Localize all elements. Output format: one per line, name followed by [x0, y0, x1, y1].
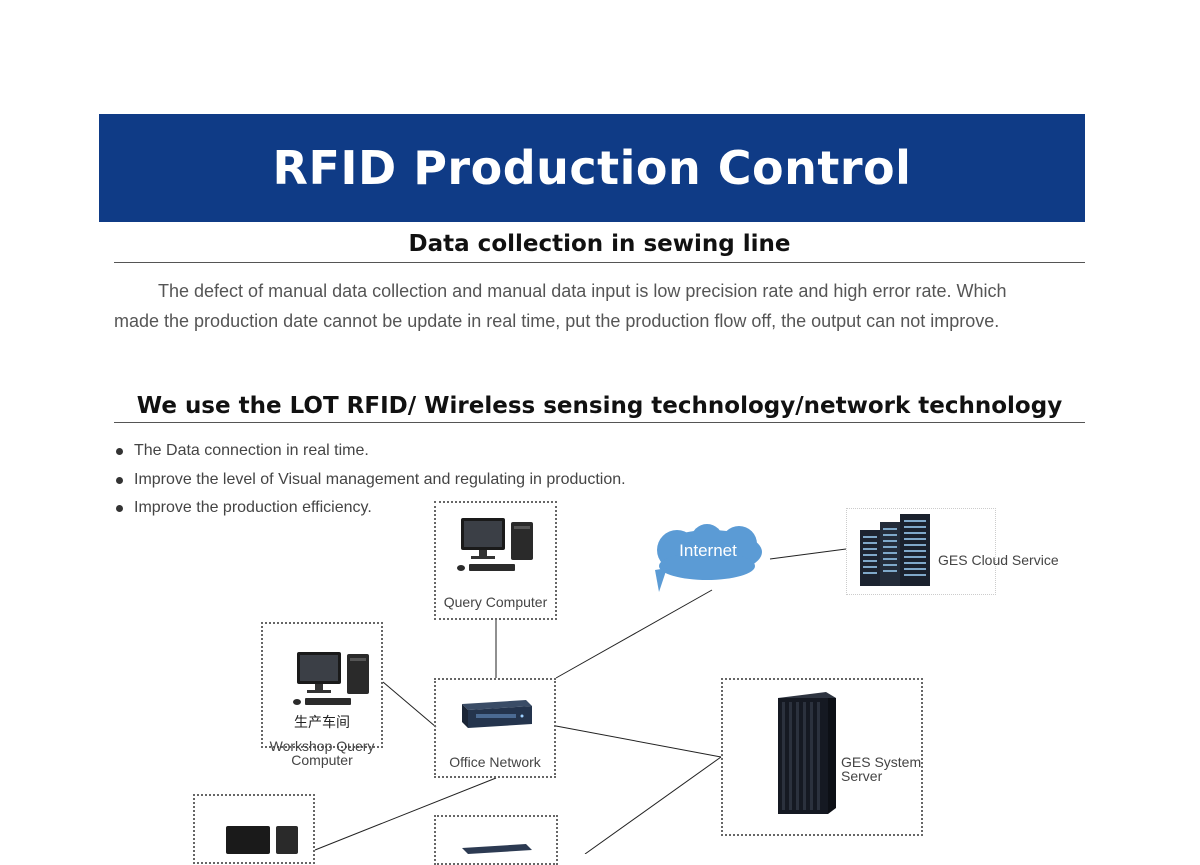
section-title-data-collection: Data collection in sewing line	[114, 229, 1085, 263]
internet-label: Internet	[679, 541, 737, 560]
list-item: Improve the production efficiency.	[114, 494, 626, 523]
connector-line	[769, 548, 847, 560]
system-server-node	[721, 678, 923, 836]
server-tower-icon	[778, 692, 836, 814]
cloud-icon	[655, 524, 762, 592]
title-banner: RFID Production Control	[99, 114, 1085, 222]
desktop-computer-icon	[293, 652, 369, 705]
office-network-node	[434, 678, 556, 778]
system-server-label: GES System Server	[841, 754, 922, 784]
list-item: Improve the level of Visual management a…	[114, 466, 626, 495]
query-computer-label: Query Computer	[443, 594, 548, 610]
connector-line	[555, 589, 713, 679]
workshop-label-line1: Workshop Query	[269, 738, 375, 754]
connector-line	[382, 681, 437, 728]
network-router-icon	[462, 844, 532, 854]
workshop-cn-label: 生产车间	[294, 714, 350, 730]
section-title-technology: We use the LOT RFID/ Wireless sensing te…	[114, 391, 1085, 423]
office-network-label: Office Network	[449, 754, 541, 770]
query-computer-node	[434, 501, 557, 620]
server-rack-icon	[860, 514, 930, 586]
list-item: The Data connection in real time.	[114, 437, 626, 466]
intro-paragraph-text: The defect of manual data collection and…	[114, 281, 1007, 331]
intro-paragraph: The defect of manual data collection and…	[114, 276, 1054, 336]
network-router-icon	[462, 700, 532, 728]
connector-line	[555, 725, 722, 758]
connector-line	[584, 756, 722, 854]
workshop-label-line2: Computer	[291, 752, 353, 768]
page-title: RFID Production Control	[272, 141, 912, 195]
desktop-computer-icon	[457, 518, 533, 571]
feature-list: The Data connection in real time. Improv…	[114, 437, 626, 523]
workshop-computer-node	[261, 622, 383, 748]
desktop-computer-icon	[226, 826, 298, 854]
cloud-service-node	[846, 508, 996, 595]
cloud-service-label: GES Cloud Service	[938, 552, 1059, 568]
connector-line	[314, 777, 497, 851]
